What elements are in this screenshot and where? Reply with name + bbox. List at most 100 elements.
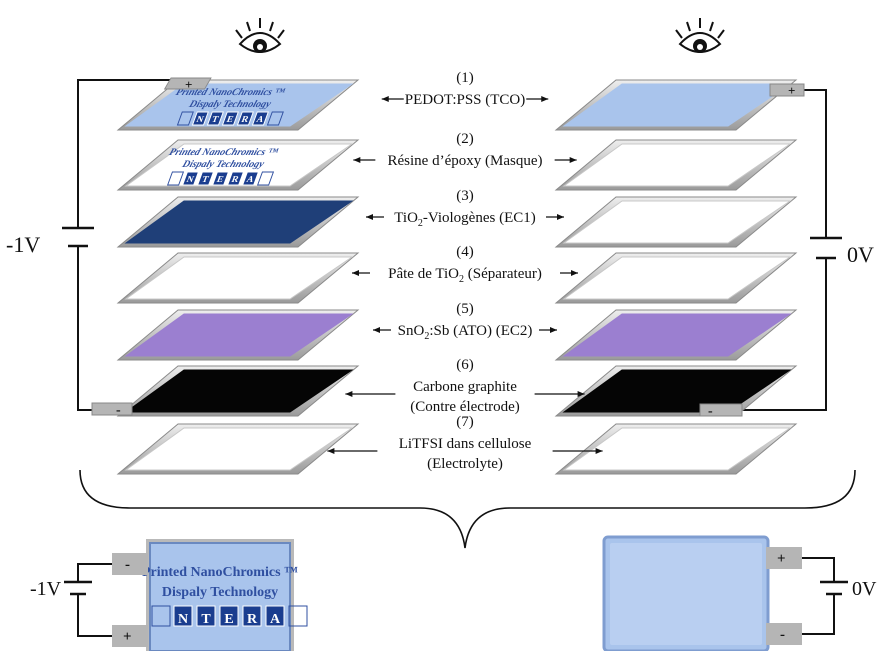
arrowhead (353, 157, 361, 163)
bottom-left-circuit: - + -1V (30, 553, 148, 647)
terminal-right-plus: + (769, 83, 805, 98)
arrowhead (345, 391, 353, 397)
assembled-device-colored: Printed NanoChromics ™ Dispaly Technolog… (142, 539, 308, 651)
ntera-letter: E (215, 175, 225, 185)
arrowhead (577, 391, 585, 397)
ntera-letter-box (196, 605, 216, 627)
ntera-letter: A (270, 612, 281, 627)
left-plate-4 (116, 252, 360, 304)
svg-text:-: - (780, 627, 785, 643)
svg-text:+: + (788, 83, 795, 98)
ntera-letter-box (265, 605, 285, 627)
ntera-letter-box (196, 171, 215, 186)
svg-text:+: + (123, 629, 132, 645)
layer-number-1: (1) (456, 70, 474, 86)
ntera-letter-box (173, 605, 193, 627)
left-plate-2 (116, 139, 360, 191)
ntera-letter-box (241, 171, 260, 186)
ntera-letter: T (200, 175, 210, 185)
left-plate-5 (116, 309, 360, 361)
right-plate-3 (554, 196, 798, 248)
left-plate-1 (116, 79, 360, 131)
ntera-letter: R (240, 115, 250, 125)
ntera-letter-box (221, 111, 239, 126)
right-circuit (730, 89, 842, 411)
arrowhead (327, 448, 335, 454)
arrowhead (352, 270, 359, 276)
layer-number-6: (6) (456, 357, 474, 373)
layer-label-6-line2: (Contre électrode) (410, 399, 520, 415)
ntera-letter-box (251, 111, 269, 126)
layer-label-6-line1: Carbone graphite (413, 379, 517, 395)
layer-label-4: Pâte de TiO2 (Séparateur) (388, 266, 542, 285)
layer-label-3: TiO2-Viologènes (EC1) (394, 210, 535, 229)
svg-text:-: - (116, 403, 121, 418)
right-plate-6 (554, 365, 798, 417)
ntera-letter: T (201, 612, 211, 627)
ntera-letter-box (191, 111, 209, 126)
svg-text:Dispaly Technology: Dispaly Technology (180, 159, 266, 170)
left-plate-7 (116, 423, 360, 475)
layer-label-5: SnO2:Sb (ATO) (EC2) (398, 323, 533, 342)
terminal-right-minus: - (699, 403, 743, 419)
ntera-letter: A (245, 175, 255, 185)
svg-text:Printed NanoChromics ™: Printed NanoChromics ™ (167, 147, 280, 158)
voltage-left: -1V (6, 232, 40, 257)
right-layer-stack (554, 79, 798, 475)
ntera-letter-box (236, 111, 254, 126)
ntera-letter: E (224, 612, 233, 627)
ntera-letter-box (226, 171, 245, 186)
ntera-letter: E (225, 115, 235, 125)
left-layer-stack (116, 79, 360, 475)
ntera-letter: N (178, 612, 188, 627)
layer-labels: (1) PEDOT:PSS (TCO) (2) Résine d’époxy (Mas… (327, 70, 603, 472)
layer-label-2: Résine d’époxy (Masque) (388, 153, 543, 169)
ntera-letter: N (185, 175, 195, 185)
right-plate-7 (554, 423, 798, 475)
arrowhead (366, 214, 373, 220)
svg-text:-: - (708, 404, 713, 419)
right-plate-2 (554, 139, 798, 191)
eye-icon-left (235, 18, 285, 53)
layer-number-2: (2) (456, 131, 474, 147)
arrowhead (595, 448, 603, 454)
ntera-letter-box (206, 111, 224, 126)
layer-label-1: PEDOT:PSS (TCO) (405, 92, 526, 108)
svg-text:Printed NanoChromics ™: Printed NanoChromics ™ (174, 87, 287, 98)
left-plate-3 (116, 196, 360, 248)
printed-pattern-layer2: Printed NanoChromics ™ Dispaly Technolog… (167, 147, 280, 170)
layer-number-4: (4) (456, 244, 474, 260)
ntera-letter-box (181, 171, 200, 186)
ntera-letter: T (210, 115, 220, 125)
bottom-right-circuit: + - 0V (766, 547, 877, 645)
ntera-letter-box (219, 605, 239, 627)
eye-icon-right (675, 18, 725, 53)
terminal-left-minus: - (91, 402, 133, 418)
printed-pattern-layer1: Printed NanoChromics ™ Dispaly Technolog… (174, 87, 287, 110)
arrowhead (550, 327, 557, 333)
arrowhead (381, 96, 389, 102)
layer-label-7-line2: (Electrolyte) (427, 456, 503, 472)
layer-number-5: (5) (456, 301, 474, 317)
right-plate-1 (554, 79, 798, 131)
assembly-brace (79, 469, 856, 549)
voltage-bottom-right: 0V (852, 578, 877, 600)
ntera-letter-box (242, 605, 262, 627)
terminal-left-plus: + (163, 77, 212, 92)
svg-text:Dispaly Technology: Dispaly Technology (162, 585, 278, 600)
layer-label-7-line1: LiTFSI dans cellulose (399, 436, 532, 452)
right-plate-5 (554, 309, 798, 361)
ntera-letter: R (247, 612, 258, 627)
arrowhead (571, 270, 578, 276)
arrowhead (373, 327, 380, 333)
svg-text:-: - (125, 557, 130, 573)
svg-text:+: + (777, 551, 786, 567)
arrowhead (557, 214, 564, 220)
assembled-device-bleached (602, 535, 770, 651)
svg-text:Printed NanoChromics ™: Printed NanoChromics ™ (142, 565, 298, 580)
layer-number-3: (3) (456, 188, 474, 204)
arrowhead (569, 157, 577, 163)
